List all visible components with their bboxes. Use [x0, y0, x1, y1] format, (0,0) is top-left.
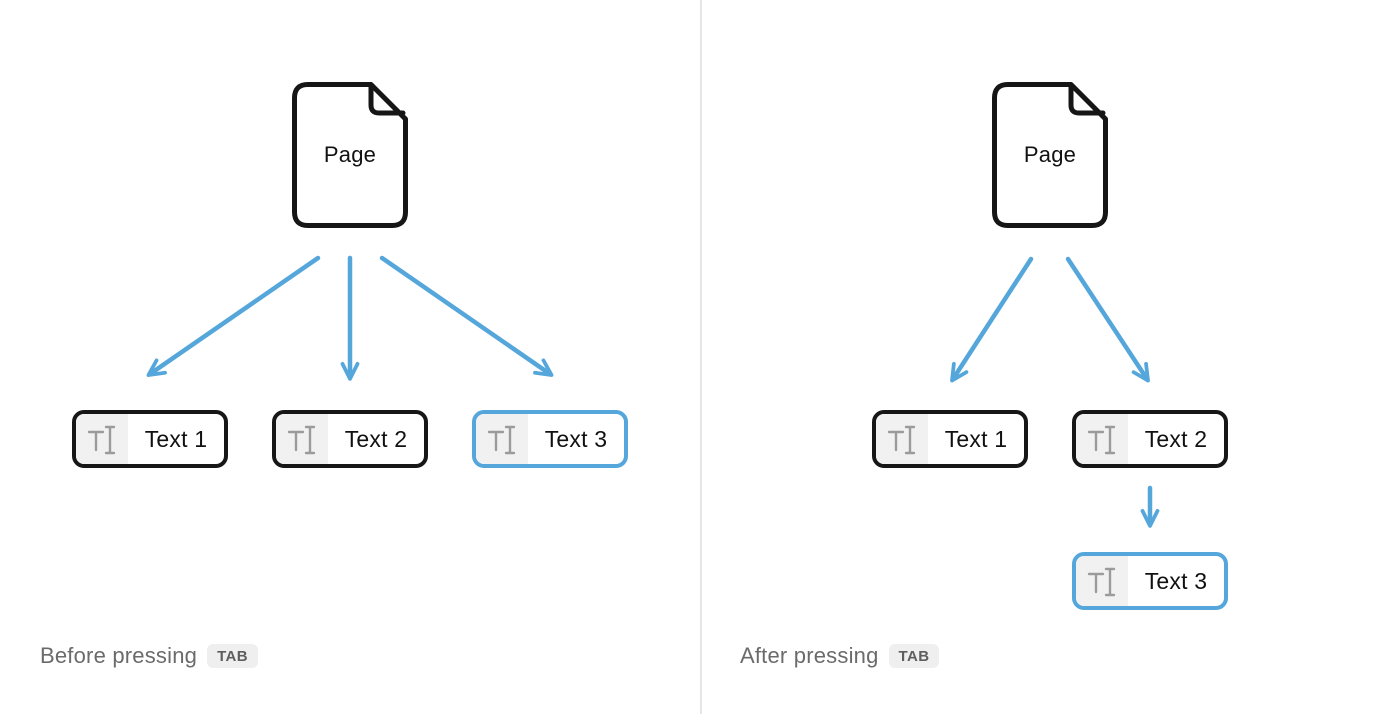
text-block-2: Text 2 [1072, 410, 1228, 468]
text-block-icon [76, 414, 128, 464]
page-label: Page [1023, 142, 1077, 167]
caption-text: After pressing [740, 643, 879, 668]
page-icon [292, 82, 408, 228]
after-caption: After pressing TAB [740, 641, 940, 671]
text-block-2: Text 2 [272, 410, 428, 468]
text-block-3-highlighted: Text 3 [472, 410, 628, 468]
page-node: Page [992, 82, 1108, 228]
text-block-icon [276, 414, 328, 464]
text-block-label: Text 2 [344, 425, 408, 452]
text-block-label: Text 2 [1144, 425, 1208, 452]
tab-key-badge: TAB [888, 644, 940, 668]
page-label: Page [323, 142, 377, 167]
panel-divider [700, 0, 702, 714]
text-block-icon [1076, 414, 1128, 464]
text-block-icon [476, 414, 528, 464]
text-block-icon [1076, 556, 1128, 606]
tab-key-badge: TAB [207, 644, 259, 668]
caption-text: Before pressing [40, 643, 198, 668]
text-block-1: Text 1 [72, 410, 228, 468]
text-block-3-highlighted: Text 3 [1072, 552, 1228, 610]
text-block-label: Text 1 [144, 425, 208, 452]
text-block-label: Text 1 [944, 425, 1008, 452]
text-block-label: Text 3 [1144, 567, 1208, 594]
page-icon [992, 82, 1108, 228]
before-caption: Before pressing TAB [40, 641, 259, 671]
text-block-label: Text 3 [544, 425, 608, 452]
text-block-1: Text 1 [872, 410, 1028, 468]
text-block-icon [876, 414, 928, 464]
page-node: Page [292, 82, 408, 228]
